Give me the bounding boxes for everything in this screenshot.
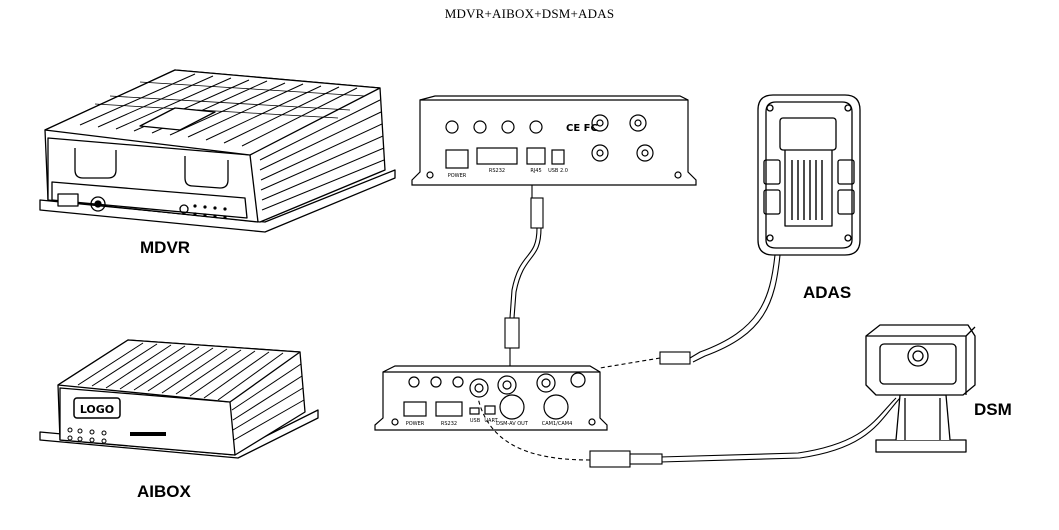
cable-dsm <box>659 397 901 463</box>
mdvr-label: MDVR <box>140 238 191 257</box>
aibox-uart-label: UART <box>484 418 498 424</box>
cable-adas <box>689 254 776 359</box>
mdvr-rj45-label: RJ45 <box>530 168 541 174</box>
mdvr-rs-label: RS232 <box>489 168 505 174</box>
aibox-dsm-out-label: DSM-AV OUT <box>496 421 529 427</box>
mdvr-device <box>39 69 396 233</box>
mdvr-power-label: POWER <box>448 173 467 179</box>
mdvr-rear-panel <box>411 95 697 186</box>
dsm-label: DSM <box>974 400 1012 419</box>
adas-camera <box>757 94 861 256</box>
diagram-title: MDVR+AIBOX+DSM+ADAS <box>444 6 615 21</box>
aibox-rs-label: RS232 <box>441 421 457 427</box>
aibox-rear-panel <box>374 365 608 431</box>
aibox-label: AIBOX <box>137 482 191 501</box>
aibox-device <box>39 339 319 459</box>
adas-label: ADAS <box>803 283 852 302</box>
mdvr-cert-logo: CE FC <box>566 123 598 134</box>
dsm-camera <box>865 324 976 453</box>
aibox-logo-text: LOGO <box>80 403 114 416</box>
mdvr-usb-label: USB 2.0 <box>548 168 568 174</box>
cables <box>477 185 901 468</box>
aibox-power-label: POWER <box>406 421 425 427</box>
aibox-usb-label: USB <box>470 418 481 424</box>
aibox-cam-label: CAM1/CAM4 <box>542 421 573 427</box>
